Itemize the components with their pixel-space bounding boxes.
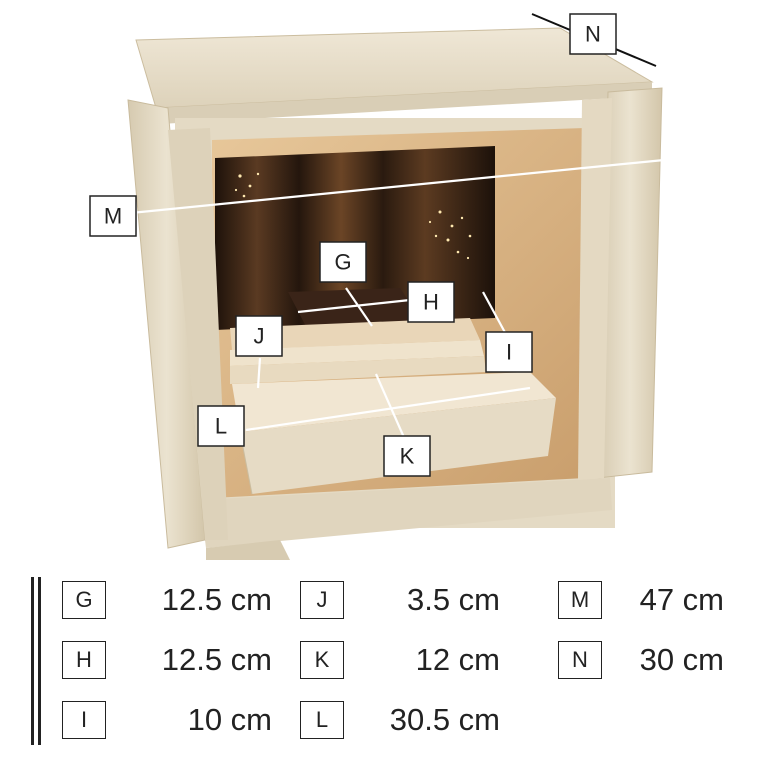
upper-shelf	[230, 318, 480, 350]
callout-k: K	[383, 435, 431, 477]
callout-g-label: G	[334, 250, 351, 275]
legend-value: 30 cm	[639, 642, 724, 677]
legend-key: L	[300, 701, 344, 739]
legend-key: H	[62, 641, 106, 679]
callout-n-label: N	[585, 22, 601, 47]
legend-item-n: N 30 cm	[558, 641, 724, 681]
upper-step-2	[230, 356, 486, 384]
legend-value: 10 cm	[187, 702, 272, 737]
legend-value: 12.5 cm	[161, 642, 272, 677]
dimension-line-m	[79, 158, 665, 220]
legend-item-k: K 12 cm	[300, 641, 500, 681]
legend-key: N	[558, 641, 602, 679]
legend-item-m: M 47 cm	[558, 581, 724, 621]
callout-g: G	[319, 241, 367, 283]
dimension-line-h	[297, 298, 411, 314]
callout-k-label: K	[400, 444, 415, 469]
callout-h: H	[407, 281, 455, 323]
legend-key: K	[300, 641, 344, 679]
callout-l: L	[197, 405, 245, 447]
legend-key: M	[558, 581, 602, 619]
legend-value: 47 cm	[639, 582, 724, 617]
dimension-line-k	[374, 373, 408, 443]
legend-item-l: L 30.5 cm	[300, 701, 500, 741]
dimension-legend: G 12.5 cm H 12.5 cm I 10 cm J 3.5 cm K 1…	[0, 565, 768, 765]
cabinet-top-front	[156, 82, 652, 124]
callout-j: J	[235, 315, 283, 357]
legend-value: 30.5 cm	[389, 702, 500, 737]
legend-value: 3.5 cm	[406, 582, 500, 617]
dimension-line-i	[482, 291, 509, 339]
callout-m: M	[89, 195, 137, 237]
legend-divider	[38, 577, 41, 745]
legend-value: 12 cm	[415, 642, 500, 677]
legend-item-j: J 3.5 cm	[300, 581, 500, 621]
callout-j-label: J	[254, 324, 265, 349]
dimension-line-l	[245, 386, 531, 432]
upper-step-1	[230, 340, 484, 366]
legend-key: J	[300, 581, 344, 619]
callout-n: N	[569, 13, 617, 55]
legend-item-i: I 10 cm	[62, 701, 272, 741]
callout-m-label: M	[104, 204, 122, 229]
callout-i-label: I	[506, 340, 512, 365]
dimension-line-j	[256, 357, 262, 389]
callout-l-label: L	[215, 414, 227, 439]
back-panel-lights	[234, 172, 472, 260]
dimension-line-g	[345, 287, 373, 327]
altar-cabinet-illustration: N M G H J I L K	[79, 13, 665, 560]
callout-i: I	[485, 331, 533, 373]
lower-platform-top	[232, 372, 556, 432]
legend-value: 12.5 cm	[161, 582, 272, 617]
legend-item-g: G 12.5 cm	[62, 581, 272, 621]
cabinet-base	[200, 478, 612, 548]
callout-h-label: H	[423, 290, 439, 315]
legend-divider	[31, 577, 34, 745]
cabinet-base-foot	[206, 540, 290, 560]
right-door-inner	[578, 98, 612, 480]
legend-key: I	[62, 701, 106, 739]
legend-key: G	[62, 581, 106, 619]
legend-item-h: H 12.5 cm	[62, 641, 272, 681]
